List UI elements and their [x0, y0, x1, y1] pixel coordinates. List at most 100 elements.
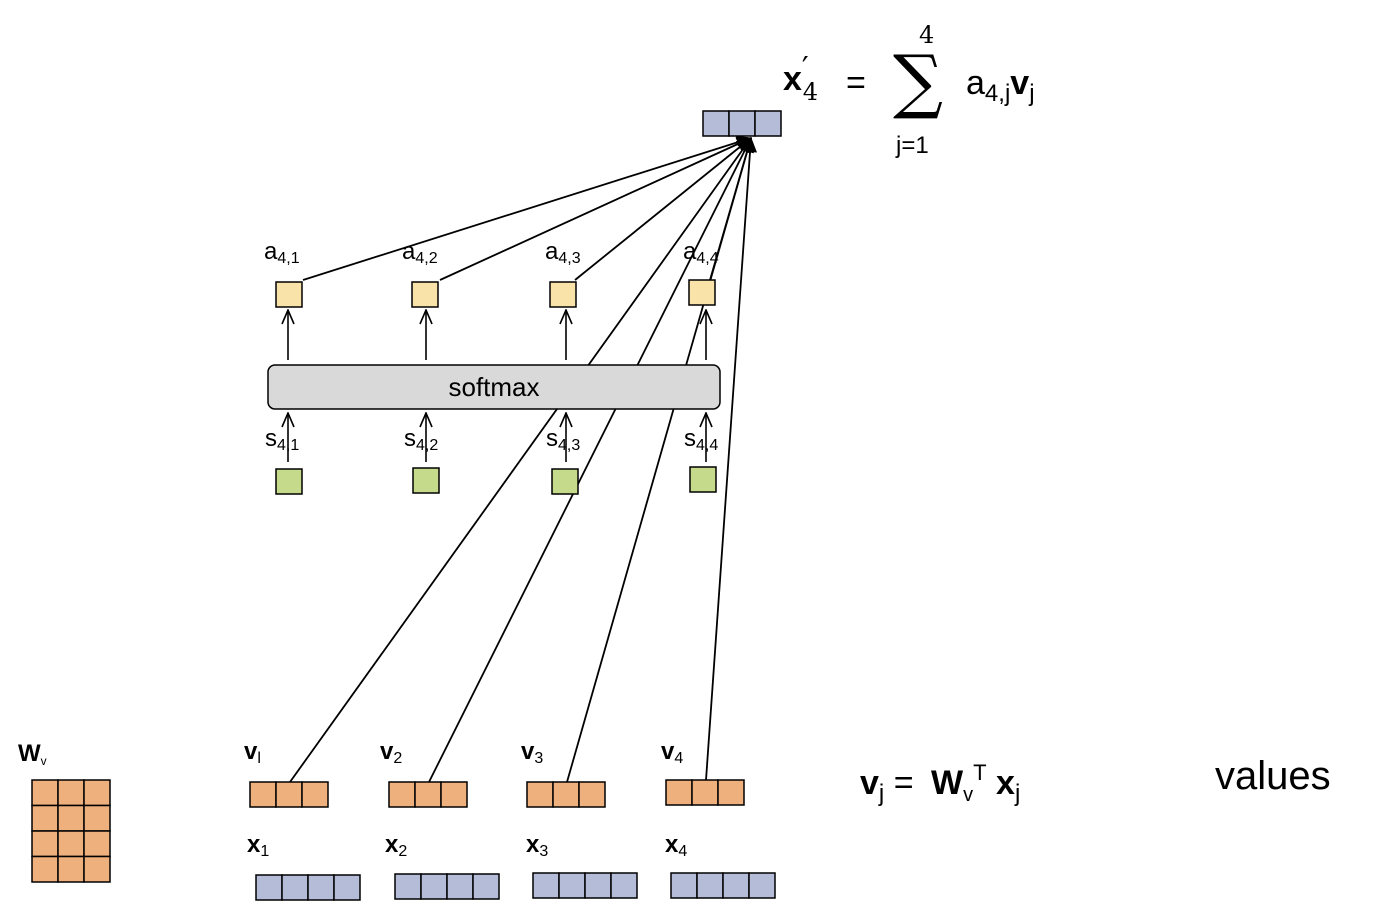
- value-to-output-lines: [289, 137, 758, 783]
- score-boxes: [275, 466, 717, 495]
- term-v-index: j: [1029, 80, 1035, 107]
- value-vector-2-cell: [388, 781, 416, 808]
- output-formula-lhs-var: x: [783, 60, 802, 98]
- output-vector: [702, 110, 782, 137]
- input-vector-1-cell: [307, 874, 335, 901]
- input-vector-3-cell: [558, 872, 586, 899]
- score-box-2: [412, 467, 440, 494]
- value-vector-1-cell: [301, 781, 329, 808]
- weight-matrix-cell: [57, 779, 85, 807]
- values-caption: values: [1215, 754, 1331, 798]
- weight-matrix-cell: [57, 830, 85, 858]
- weight-matrix-label: Wv: [18, 740, 47, 768]
- output-formula-term: a4,jvj: [966, 66, 1035, 106]
- weight-matrix-cell: [83, 830, 111, 858]
- value-vector-label-2: v2: [380, 738, 403, 767]
- input-vector-label-2: x2: [385, 831, 408, 860]
- value-vector-label-1: vl: [244, 738, 261, 767]
- input-vectors: [255, 872, 776, 901]
- input-vector-2-cell: [420, 873, 448, 900]
- sum-upper-limit: 4: [919, 21, 935, 49]
- input-vector-4-cell: [696, 872, 724, 899]
- weight-matrix-cell: [83, 855, 111, 883]
- attention-weight-box-4: [688, 279, 716, 306]
- input-vector-4-cell: [722, 872, 750, 899]
- input-vector-label-3: x3: [526, 831, 549, 860]
- sum-lower-limit: j=1: [896, 132, 929, 159]
- input-vector-4-cell: [670, 872, 698, 899]
- attention-weight-box-2: [411, 281, 439, 308]
- value-vector-1-cell: [249, 781, 277, 808]
- attention-weight-boxes: [275, 279, 716, 308]
- weight-matrix-cell: [31, 779, 59, 807]
- term-v: v: [1010, 64, 1030, 102]
- output-formula-lhs-index: 4: [802, 78, 819, 106]
- weight-matrix-cell: [31, 830, 59, 858]
- input-vector-3-cell: [532, 872, 560, 899]
- softmax-box: [267, 364, 721, 410]
- input-vector-4-cell: [748, 872, 776, 899]
- output-formula-equals: =: [846, 64, 866, 102]
- input-vector-1-cell: [333, 874, 361, 901]
- value-formula-equals: =: [893, 764, 914, 802]
- weight-matrix-cell: [57, 855, 85, 883]
- value-vector-3-cell: [552, 781, 580, 808]
- input-vector-label-1: x1: [247, 831, 270, 860]
- value-vector-3-cell: [578, 781, 606, 808]
- attention-weight-label-1: a4,1: [264, 238, 300, 267]
- score-box-1: [275, 468, 303, 495]
- attention-weight-label-4: a4,4: [683, 238, 719, 267]
- term-a: a: [966, 64, 985, 102]
- weight-matrix-cell: [31, 855, 59, 883]
- score-label-1: s4,1: [265, 425, 300, 454]
- value-formula-transpose: T: [973, 760, 987, 785]
- input-vector-3-cell: [584, 872, 612, 899]
- weight-matrix-cell: [31, 804, 59, 832]
- value-formula-matrix-index: v: [963, 784, 974, 806]
- value-line-2: [428, 137, 752, 783]
- value-formula-lhs-index: j: [878, 780, 885, 807]
- value-vector-label-3: v3: [521, 738, 544, 767]
- weight-matrix-cell: [83, 804, 111, 832]
- score-input-arrows: [288, 413, 706, 462]
- attention-weight-label-2: a4,2: [402, 238, 438, 267]
- softmax-output-arrows: [288, 310, 706, 360]
- score-box-3: [551, 468, 579, 495]
- value-formula-matrix: W: [931, 764, 964, 802]
- input-vector-1-cell: [255, 874, 283, 901]
- weight-line-2: [439, 137, 752, 281]
- value-vector-3-cell: [526, 781, 554, 808]
- value-vectors: [249, 779, 745, 808]
- value-line-4: [705, 137, 758, 781]
- value-vector-4-cell: [717, 779, 745, 806]
- weight-matrix-grid: [31, 779, 111, 883]
- value-vector-label-4: v4: [661, 738, 684, 767]
- value-line-3: [566, 137, 754, 783]
- value-vector-4-cell: [691, 779, 719, 806]
- value-formula-vec: x: [996, 764, 1015, 802]
- input-vector-1-cell: [281, 874, 309, 901]
- weight-line-1: [302, 135, 752, 281]
- input-vector-label-4: x4: [665, 831, 688, 860]
- value-vector-2-cell: [440, 781, 468, 808]
- value-vector-4-cell: [665, 779, 693, 806]
- softmax-label: softmax: [448, 372, 540, 402]
- value-formula: vj = WvT xj: [860, 762, 1020, 806]
- sum-symbol: ∑: [893, 40, 943, 122]
- score-label-4: s4,4: [684, 425, 719, 454]
- weight-matrix-cell: [57, 804, 85, 832]
- weight-line-3: [574, 137, 752, 281]
- value-formula-lhs: v: [860, 764, 879, 802]
- input-vector-3-cell: [610, 872, 638, 899]
- output-formula-prime: ′: [801, 51, 809, 86]
- output-formula: x′4: [783, 54, 818, 105]
- value-vector-1-cell: [275, 781, 303, 808]
- input-vector-2-cell: [446, 873, 474, 900]
- value-line-1: [289, 137, 752, 783]
- attention-weight-box-1: [275, 281, 303, 308]
- value-vector-2-cell: [414, 781, 442, 808]
- input-vector-2-cell: [472, 873, 500, 900]
- attention-weight-label-3: a4,3: [545, 238, 581, 267]
- term-a-index: 4,j: [984, 80, 1011, 107]
